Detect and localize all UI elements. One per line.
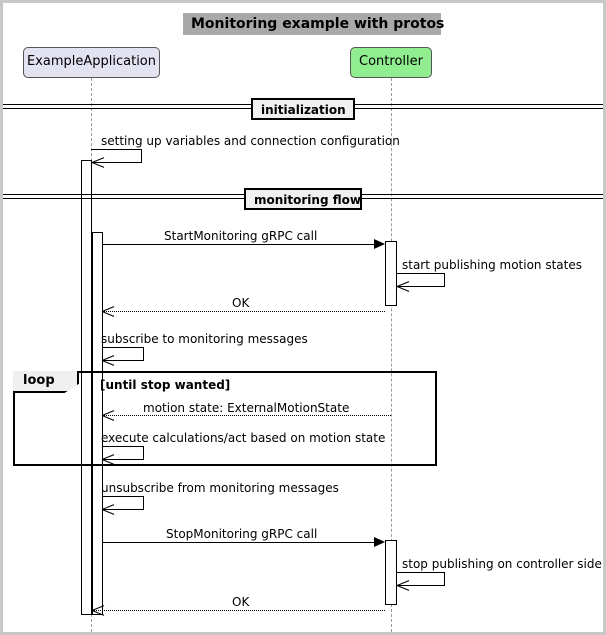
diagram-title: Monitoring example with protos (183, 13, 444, 35)
activation-controller-stop (385, 540, 397, 605)
message-ok-stop[interactable] (92, 610, 385, 611)
message-unsubscribe[interactable] (102, 496, 144, 510)
message-label-start-publishing: start publishing motion states (402, 258, 582, 272)
divider-initialization: initialization (251, 98, 355, 120)
message-label-stop-publishing: stop publishing on controller side (402, 557, 602, 571)
message-label-ok-start: OK (232, 296, 250, 310)
arrowhead-unsubscribe (102, 504, 114, 515)
message-subscribe[interactable] (102, 347, 144, 361)
message-ok-start[interactable] (102, 311, 385, 312)
arrowhead-execute-calculations (102, 454, 114, 465)
arrowhead-stop-publishing (397, 580, 409, 591)
message-label-motion-state: motion state: ExternalMotionState (143, 401, 350, 415)
divider-monitoring-flow: monitoring flow (244, 188, 362, 210)
message-stop-publishing[interactable] (397, 572, 445, 586)
activation-application-outer (81, 160, 92, 615)
message-label-setup: setting up variables and connection conf… (101, 134, 400, 148)
message-motion-state[interactable] (102, 415, 391, 416)
message-execute-calculations[interactable] (102, 446, 144, 460)
arrowhead-ok-stop (92, 605, 104, 616)
participant-application[interactable]: ExampleApplication (23, 47, 160, 78)
lifeline-controller (391, 78, 392, 632)
fragment-loop (13, 371, 437, 466)
diagram-surface: Monitoring example with protos ExampleAp… (3, 3, 603, 632)
message-setup[interactable] (91, 149, 142, 163)
arrowhead-setup (92, 157, 104, 168)
arrowhead-motion-state (102, 410, 114, 421)
fragment-loop-operator: loop (13, 371, 79, 393)
arrowhead-stop-monitoring (374, 537, 385, 547)
message-start-monitoring[interactable] (102, 244, 378, 245)
arrowhead-start-publishing (397, 281, 409, 292)
message-label-subscribe: subscribe to monitoring messages (101, 332, 308, 346)
arrowhead-ok-start (102, 306, 114, 317)
activation-controller-start (385, 241, 397, 306)
participant-controller[interactable]: Controller (350, 47, 432, 78)
message-label-ok-stop: OK (232, 595, 250, 609)
message-label-execute-calculations: execute calculations/act based on motion… (101, 431, 386, 445)
message-start-publishing[interactable] (397, 273, 445, 287)
message-label-stop-monitoring: StopMonitoring gRPC call (166, 527, 318, 541)
fragment-loop-guard: [until stop wanted] (100, 378, 231, 392)
message-label-unsubscribe: unsubscribe from monitoring messages (101, 481, 339, 495)
arrowhead-start-monitoring (374, 239, 385, 249)
message-stop-monitoring[interactable] (102, 542, 378, 543)
arrowhead-subscribe (102, 355, 114, 366)
message-label-start-monitoring: StartMonitoring gRPC call (164, 229, 318, 243)
